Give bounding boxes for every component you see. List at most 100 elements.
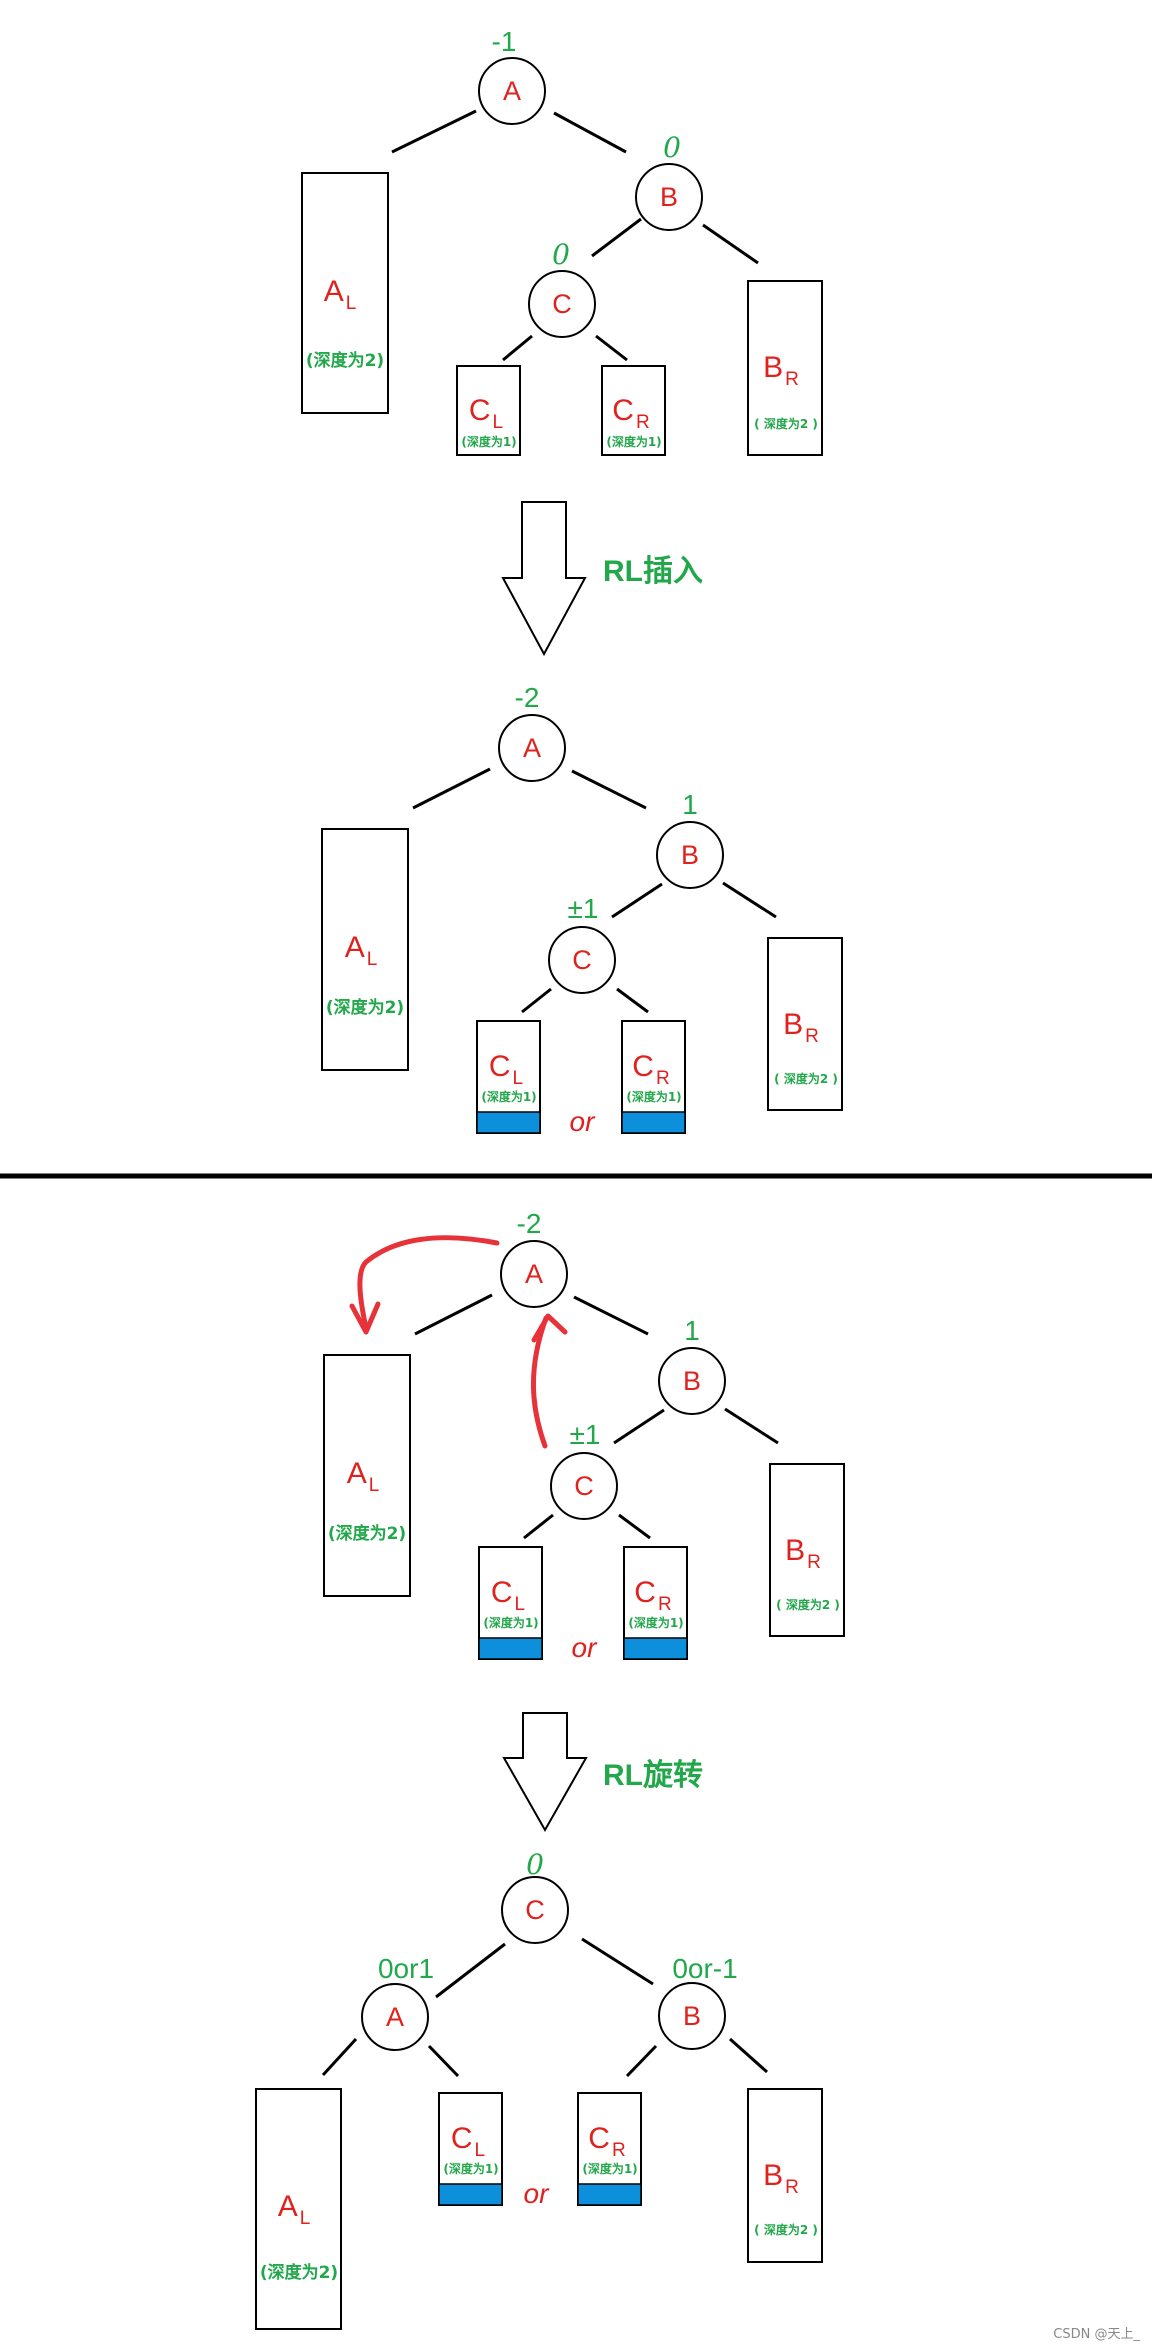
- subtree-cl-inserted-level: [438, 2183, 503, 2206]
- node-c-label: C: [572, 945, 592, 975]
- subtree-cr-sub: R: [612, 2140, 626, 2161]
- subtree-br-sub: R: [805, 1026, 819, 1047]
- edge-a-b: [573, 1295, 649, 1336]
- node-a: [500, 1240, 568, 1308]
- subtree-al-sub: L: [367, 949, 378, 970]
- subtree-al-sub: L: [369, 1475, 380, 1496]
- edge-a-al: [412, 767, 491, 810]
- node-c: [501, 1876, 569, 1944]
- balance-factor-c: ±1: [570, 1419, 601, 1450]
- node-a-label: A: [523, 733, 541, 763]
- rotation-arrow-a-down-icon: [357, 1235, 500, 1331]
- edge-a-al: [391, 109, 477, 154]
- edge-c-a: [435, 1942, 506, 1999]
- subtree-cl-main: C: [451, 2122, 473, 2155]
- subtree-cr-depth: (深度为1): [582, 2161, 637, 2176]
- subtree-al-depth: (深度为2): [306, 350, 384, 371]
- edge-b-br: [729, 2037, 768, 2074]
- node-b: [656, 821, 724, 889]
- subtree-al-depth: (深度为2): [260, 2262, 338, 2283]
- subtree-cr-main: C: [632, 1050, 654, 1083]
- subtree-br: [747, 2088, 823, 2263]
- balance-factor-b: 1: [682, 789, 698, 820]
- subtree-al: [323, 1354, 411, 1597]
- edge-b-c: [613, 1408, 665, 1445]
- subtree-al-main: A: [278, 2190, 298, 2223]
- subtree-al-main: A: [324, 275, 344, 308]
- node-a-label: A: [525, 1259, 543, 1289]
- balance-factor-c: 0: [552, 238, 570, 271]
- subtree-cr-sub: R: [658, 1594, 672, 1615]
- or-label: or: [524, 2178, 551, 2209]
- down-arrow-icon: [501, 501, 587, 657]
- edge-c-cl: [502, 334, 533, 362]
- step-rotate-label: RL旋转: [603, 1759, 703, 1792]
- edge-b-br: [702, 223, 759, 265]
- node-c-label: C: [552, 289, 572, 319]
- step-insert-label: RL插入: [603, 555, 703, 588]
- down-arrow-icon: [502, 1712, 588, 1833]
- subtree-br: [767, 937, 843, 1111]
- subtree-al: [301, 172, 389, 414]
- subtree-br-depth: ( 深度为2 ): [754, 416, 818, 431]
- rotation-arrowhead-c-icon: [531, 1313, 568, 1343]
- balance-factor-a: -2: [515, 682, 540, 713]
- subtree-cl-sub: L: [515, 1594, 526, 1615]
- edge-a-b: [553, 111, 627, 154]
- watermark: CSDN @天上_: [1053, 2327, 1140, 2342]
- edge-c-b: [581, 1937, 654, 1986]
- node-b: [635, 163, 703, 231]
- subtree-cl-main: C: [469, 394, 491, 427]
- subtree-cl-depth: (深度为1): [443, 2161, 498, 2176]
- node-a: [498, 714, 566, 782]
- node-c-label: C: [525, 1895, 545, 1925]
- subtree-cr-depth: (深度为1): [628, 1615, 683, 1630]
- subtree-br-sub: R: [785, 369, 799, 390]
- subtree-cl-inserted-level: [478, 1637, 543, 1660]
- or-label: or: [572, 1632, 599, 1663]
- subtree-cl-depth: (深度为1): [481, 1089, 536, 1104]
- subtree-cl-sub: L: [513, 1068, 524, 1089]
- node-b-label: B: [660, 182, 678, 212]
- subtree-cr-depth: (深度为1): [606, 434, 661, 449]
- subtree-cr-sub: R: [636, 412, 650, 433]
- subtree-br-sub: R: [785, 2177, 799, 2198]
- balance-factor-c: ±1: [568, 893, 599, 924]
- subtree-cr-main: C: [612, 394, 634, 427]
- edge-b-c: [611, 882, 663, 919]
- subtree-br-main: B: [763, 2159, 783, 2192]
- subtree-al-main: A: [347, 1457, 367, 1490]
- node-c: [548, 926, 616, 994]
- subtree-al: [321, 828, 409, 1071]
- subtree-cl-main: C: [491, 1576, 513, 1609]
- subtree-br-depth: ( 深度为2 ): [776, 1597, 840, 1612]
- subtree-al-depth: (深度为2): [328, 1523, 406, 1544]
- subtree-cr-inserted-level: [621, 1111, 686, 1134]
- subtree-cl: [456, 365, 521, 456]
- subtree-cr-inserted-level: [623, 1637, 688, 1660]
- edge-b-br: [724, 1407, 779, 1445]
- edge-c-cr: [595, 334, 628, 362]
- edge-c-cr: [616, 987, 649, 1014]
- subtree-br-depth: ( 深度为2 ): [774, 1071, 838, 1086]
- subtree-cl-inserted-level: [476, 1111, 541, 1134]
- subtree-cl-depth: (深度为1): [483, 1615, 538, 1630]
- subtree-br-main: B: [783, 1008, 803, 1041]
- subtree-cr: [601, 365, 666, 456]
- node-b: [658, 1982, 726, 2050]
- subtree-cr-depth: (深度为1): [626, 1089, 681, 1104]
- balance-factor-a: -2: [517, 1208, 542, 1239]
- subtree-cl-sub: L: [475, 2140, 486, 2161]
